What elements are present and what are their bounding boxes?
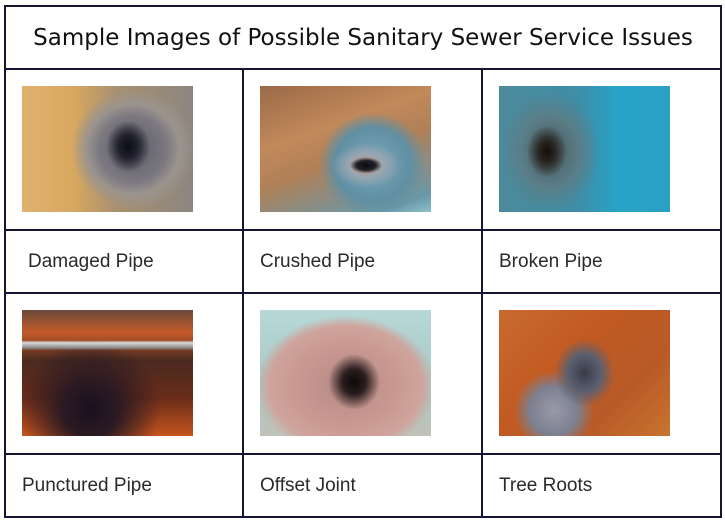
row-divider: [6, 453, 720, 455]
item-label: Tree Roots: [499, 475, 593, 496]
item-label: Broken Pipe: [499, 251, 603, 272]
row-divider: [6, 229, 720, 231]
damaged-pipe-photo: [22, 86, 193, 212]
table-title: Sample Images of Possible Sanitary Sewer…: [6, 7, 720, 70]
broken-pipe-photo: [499, 86, 670, 212]
punctured-pipe-photo: [22, 310, 193, 436]
crushed-pipe-photo: [260, 86, 431, 212]
item-label: Offset Joint: [260, 475, 356, 496]
item-label: Punctured Pipe: [22, 475, 152, 496]
row-divider: [6, 292, 720, 294]
offset-joint-photo: [260, 310, 431, 436]
item-label: Crushed Pipe: [260, 251, 376, 272]
item-label: Damaged Pipe: [28, 251, 154, 272]
sewer-issues-table: Sample Images of Possible Sanitary Sewer…: [4, 5, 722, 518]
tree-roots-photo: [499, 310, 670, 436]
